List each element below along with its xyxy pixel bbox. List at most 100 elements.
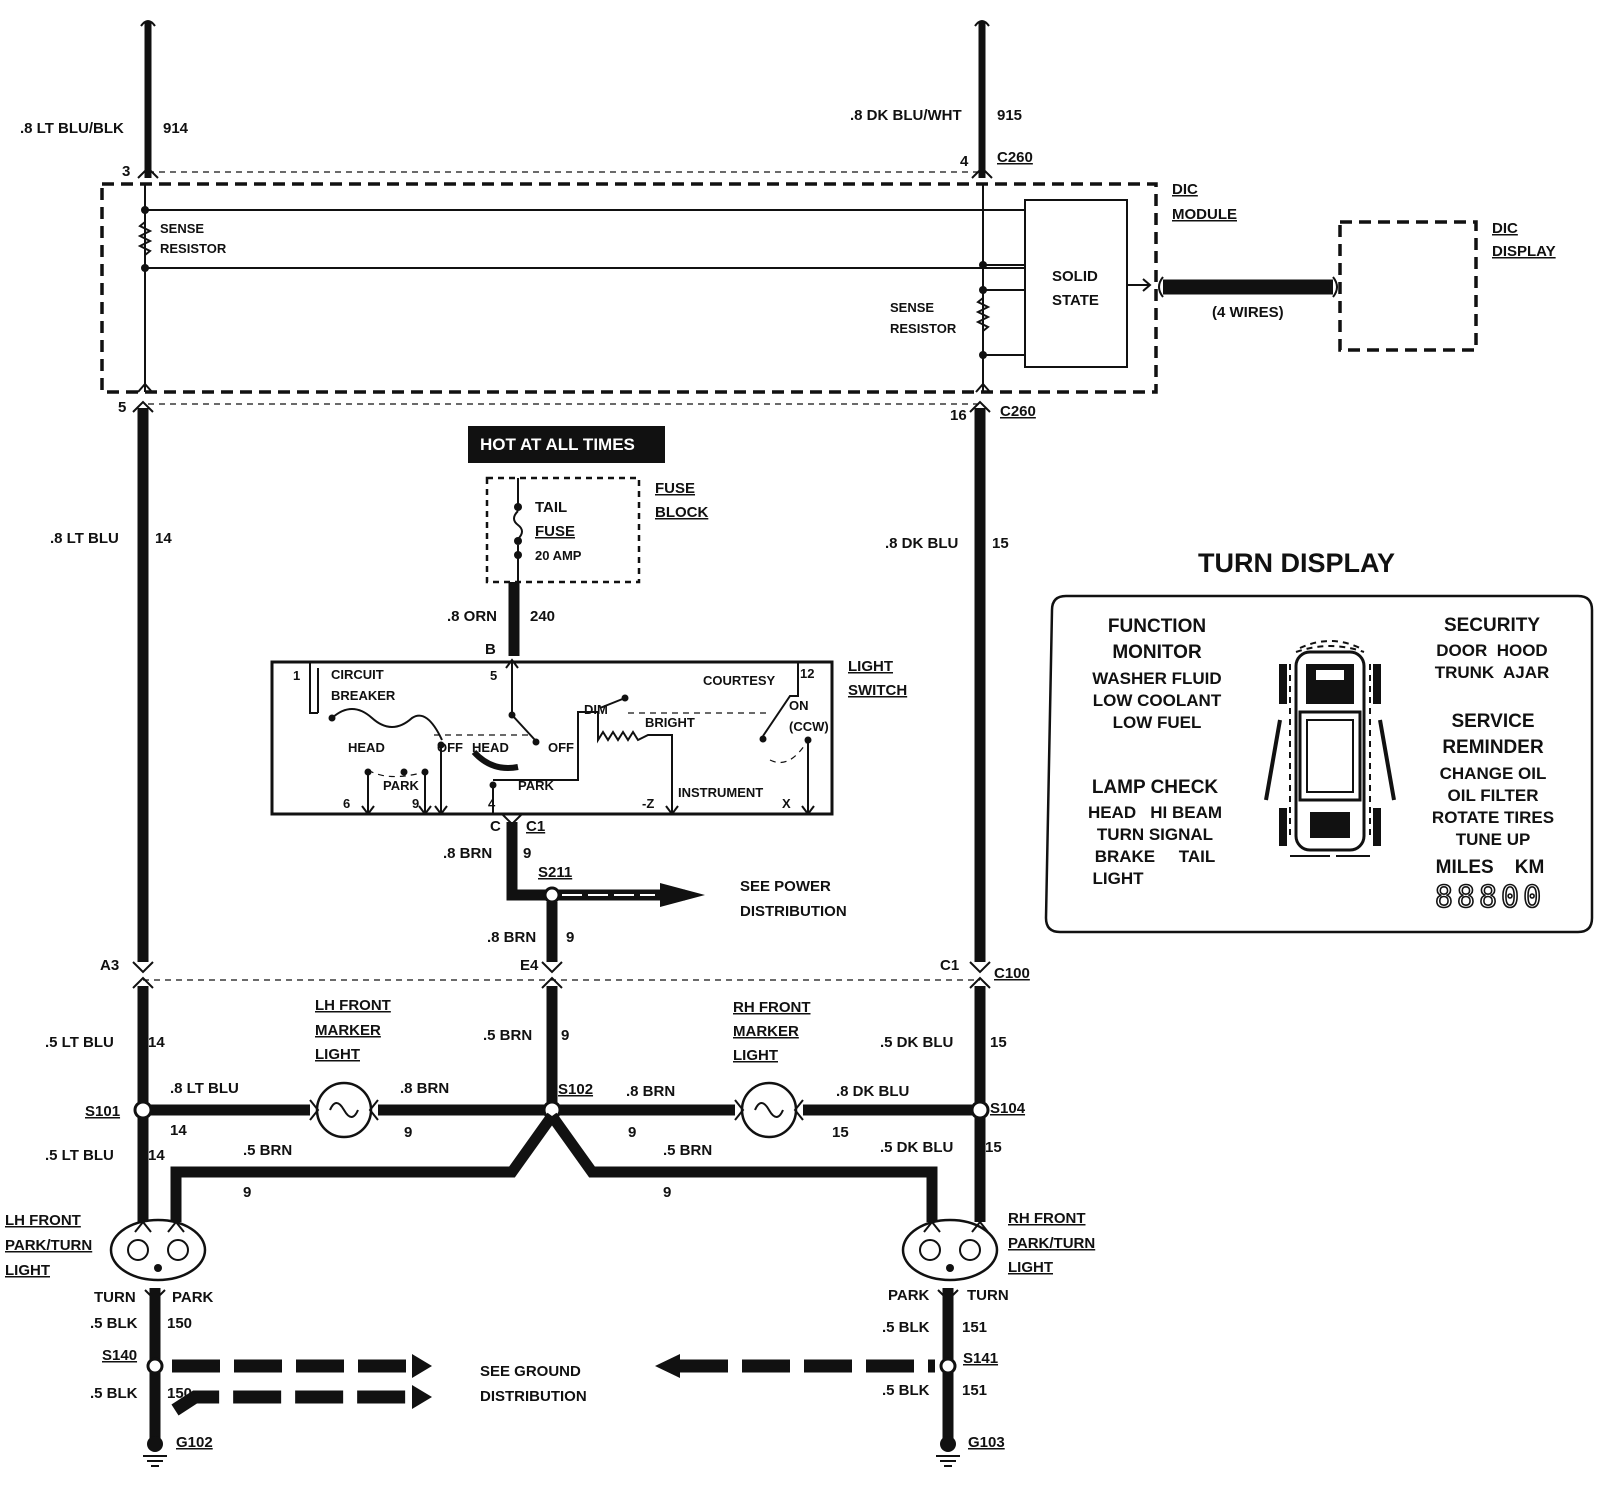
label-w15b-color: .5 DK BLU	[880, 1034, 953, 1051]
rh-park-turn-1: RH FRONT	[1008, 1210, 1086, 1227]
label-w9b-num: 9	[566, 929, 574, 946]
dic-module-internal	[137, 184, 1152, 393]
label-w9b-color: .8 BRN	[487, 929, 536, 946]
ground-ref-1: SEE GROUND	[480, 1363, 581, 1380]
pin-9: 9	[412, 796, 419, 811]
light-switch-label-2: SWITCH	[848, 682, 907, 699]
rh-marker-1: RH FRONT	[733, 999, 811, 1016]
turn-display-panel	[1044, 594, 1594, 934]
sr-miles-km: MILES KM	[1436, 857, 1545, 878]
fuse-block-label-2: BLOCK	[655, 504, 708, 521]
fuse-block-label-1: FUSE	[655, 480, 695, 497]
light-switch-internal	[309, 658, 815, 816]
label-w915-num: 915	[997, 107, 1022, 124]
circuit-breaker-2: BREAKER	[331, 688, 396, 703]
rh-park-turn-lamp	[901, 1218, 999, 1282]
connector-c100: C100	[994, 965, 1030, 982]
sr-title-2: REMINDER	[1442, 737, 1544, 758]
pin-b: B	[485, 641, 496, 658]
splice-s211-node	[543, 886, 561, 904]
label-w150a-num: 150	[167, 1315, 192, 1332]
label-w9c-color: .5 BRN	[483, 1027, 532, 1044]
circuit-breaker-1: CIRCUIT	[331, 667, 384, 682]
ground-ref-line-lh-2	[171, 1390, 420, 1416]
splice-s104-node	[970, 1100, 990, 1120]
pin-a3: A3	[100, 957, 119, 974]
lh-marker-2: MARKER	[315, 1022, 381, 1039]
pin-6: 6	[343, 796, 350, 811]
label-w9e-num: 9	[628, 1124, 636, 1141]
dic-module-label-2: MODULE	[1172, 206, 1237, 223]
label-w151a-num: 151	[962, 1319, 987, 1336]
rh-marker-3: LIGHT	[733, 1047, 778, 1064]
dic-display-label-1: DIC	[1492, 220, 1518, 237]
park-mid-label: PARK	[518, 778, 554, 793]
arrow-power-distribution	[660, 883, 705, 907]
lc-light: LIGHT	[1093, 869, 1145, 888]
ccw-label: (CCW)	[789, 719, 829, 734]
power-ref-1: SEE POWER	[740, 878, 831, 895]
splice-s104: S104	[990, 1100, 1026, 1117]
tail-fuse-2: FUSE	[535, 523, 575, 540]
splice-s101-node	[133, 1100, 153, 1120]
label-w9a-num: 9	[523, 845, 531, 862]
label-w14a-color: .8 LT BLU	[50, 530, 119, 547]
fm-item-washer: WASHER FLUID	[1092, 669, 1221, 688]
pin-z: -Z	[642, 796, 654, 811]
lh-marker-1: LH FRONT	[315, 997, 391, 1014]
pin-5: 5	[118, 399, 126, 416]
rh-marker-lamp	[734, 1081, 804, 1139]
sr-rotate-tires: ROTATE TIRES	[1432, 808, 1554, 827]
four-wire-bus	[1158, 276, 1338, 298]
sense-resistor-r-1: SENSE	[890, 300, 934, 315]
connector-c1: C1	[526, 818, 545, 835]
label-w14b-color: .5 LT BLU	[45, 1034, 114, 1051]
label-w9c-num: 9	[561, 1027, 569, 1044]
fm-title-1: FUNCTION	[1108, 616, 1206, 637]
dic-display-label-2: DISPLAY	[1492, 243, 1556, 260]
label-w15b-num: 15	[990, 1034, 1007, 1051]
splice-s211: S211	[538, 864, 572, 881]
courtesy-label: COURTESY	[703, 673, 776, 688]
rh-turn-label: TURN	[967, 1287, 1009, 1304]
pin-12: 12	[800, 666, 814, 681]
pin-4: 4	[960, 153, 969, 170]
four-wires-label: (4 WIRES)	[1212, 304, 1284, 321]
fm-title-2: MONITOR	[1112, 642, 1202, 663]
pin-c: C	[490, 818, 501, 835]
label-w150a-color: .5 BLK	[90, 1315, 138, 1332]
park-left-label: PARK	[383, 778, 419, 793]
lh-park-turn-lamp	[109, 1218, 207, 1282]
rh-park-turn-3: LIGHT	[1008, 1259, 1053, 1276]
lc-title: LAMP CHECK	[1092, 777, 1219, 798]
wire-9-to-lh-park	[170, 1112, 557, 1222]
lc-head-hibeam: HEAD HI BEAM	[1088, 803, 1222, 822]
pin-x: X	[782, 796, 791, 811]
pin-3: 3	[122, 163, 130, 180]
splice-s101: S101	[85, 1103, 120, 1120]
label-w14d-num: 14	[148, 1147, 165, 1164]
connector-c260-top: C260	[997, 149, 1033, 166]
lc-turn-signal: TURN SIGNAL	[1097, 825, 1213, 844]
lh-park-turn-3: LIGHT	[5, 1262, 50, 1279]
dim-label: DIM	[584, 702, 608, 717]
label-w15a-color: .8 DK BLU	[885, 535, 958, 552]
on-label: ON	[789, 698, 809, 713]
label-w151a-color: .5 BLK	[882, 1319, 930, 1336]
label-w9g-num: 9	[663, 1184, 671, 1201]
label-w915-color: .8 DK BLU/WHT	[850, 107, 962, 124]
tail-fuse-3: 20 AMP	[535, 548, 582, 563]
dic-module-box	[100, 182, 1158, 394]
splice-s140-node	[146, 1357, 164, 1375]
lh-marker-lamp	[309, 1081, 379, 1139]
wire-9-to-rh-park	[547, 1112, 938, 1222]
label-w9f-num: 9	[243, 1184, 251, 1201]
odometer-readout: 88800	[1435, 880, 1545, 915]
tail-fuse-1: TAIL	[535, 499, 567, 516]
pin-c1b: C1	[940, 957, 959, 974]
label-w15d-color: .5 DK BLU	[880, 1139, 953, 1156]
solid-state-1: SOLID	[1052, 268, 1098, 285]
sr-tune-up: TUNE UP	[1456, 830, 1531, 849]
rh-park-label: PARK	[888, 1287, 930, 1304]
